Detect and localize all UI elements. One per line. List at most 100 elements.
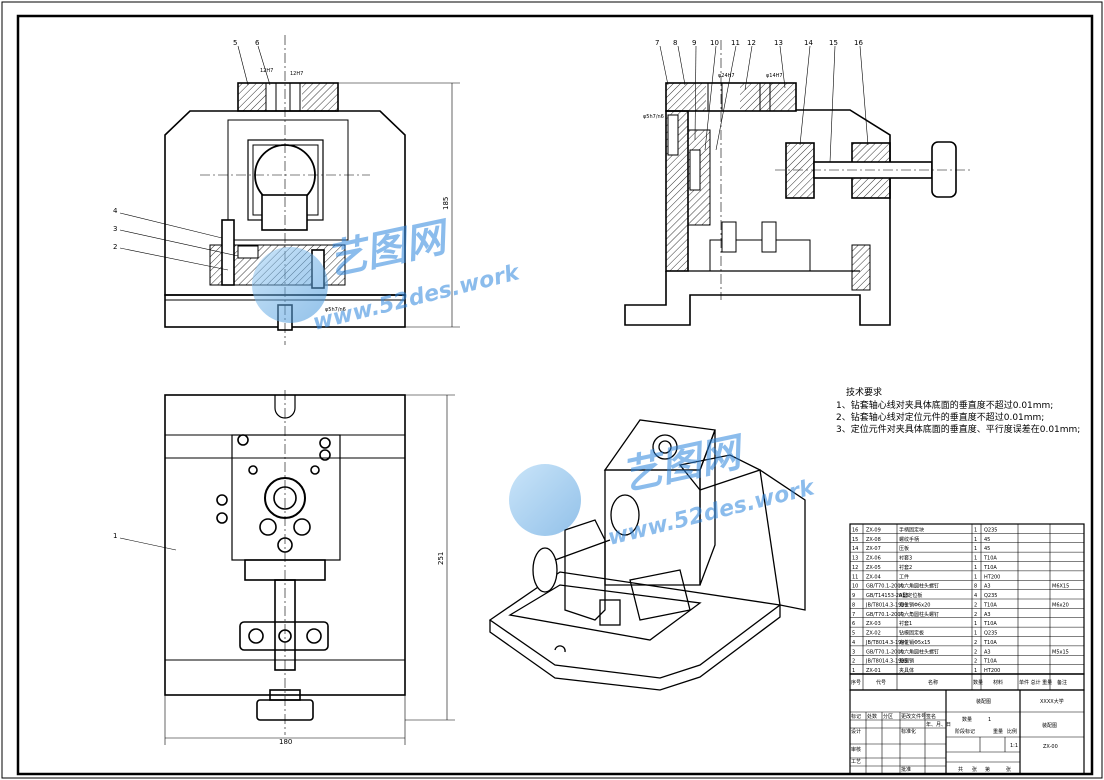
bom-cell-mat: A3	[984, 612, 991, 618]
bom-h-qty: 数量	[973, 679, 983, 686]
bom-cell-code: ZX-09	[866, 527, 881, 533]
watermark-cn-1: 艺图网	[323, 214, 456, 285]
tb-change: 更改文件号	[901, 713, 926, 720]
plan-view	[119, 390, 455, 745]
bom-cell-mat: A3	[984, 649, 991, 655]
balloon-14: 14	[804, 39, 813, 47]
tech-line-1: 1、钻套轴心线对夹具体底面的垂直度不超过0.01mm;	[836, 399, 1053, 411]
tb-zone: 分区	[883, 713, 893, 720]
bom-cell-code: ZX-01	[866, 668, 881, 674]
tb-code: ZX-00	[1043, 744, 1058, 750]
tb-count: 处数	[867, 713, 877, 720]
tb-page: 第	[985, 766, 990, 773]
fit-24h7: φ24H7	[718, 73, 735, 79]
tb-zhang-2: 张	[1006, 766, 1011, 773]
bom-h-mat: 材料	[993, 679, 1003, 686]
tech-line-3: 3、定位元件对夹具体底面的垂直度、平行度误差在0.01mm;	[836, 423, 1080, 435]
tb-weight: 重量	[993, 728, 1003, 735]
bom-cell-qty: 1	[974, 565, 977, 571]
bom-header: 序号 代号 名称 数量 材料 单件 总计 重量 备注	[851, 679, 1067, 686]
bom-cell-name: 手柄固定块	[899, 526, 924, 533]
bom-cell-no: 15	[852, 537, 858, 543]
balloon-6: 6	[255, 39, 260, 47]
balloon-13: 13	[774, 39, 783, 47]
balloon-3: 3	[113, 225, 117, 233]
inner-frame	[16, 14, 1094, 776]
watermark-cn-2: 艺图网	[618, 429, 751, 500]
title-block	[849, 689, 1085, 775]
bom-cell-mat: Q235	[984, 527, 997, 533]
watermark-2: 艺图网 www.52des.work	[509, 429, 818, 551]
bom-cell-no: 8	[852, 602, 855, 608]
bom-cell-name: 内六角圆柱头螺钉	[899, 583, 939, 590]
bom-cell-qty: 2	[974, 602, 977, 608]
bom-cell-code: GB/T70.1-2000	[866, 584, 904, 590]
tb-total: 共	[958, 766, 963, 773]
bom-cell-qty: 1	[974, 527, 977, 533]
tech-title: 技术要求	[846, 386, 882, 398]
isometric-view	[488, 419, 806, 691]
tb-scale: 1:1	[1010, 743, 1018, 749]
bom-cell-code: ZX-02	[866, 631, 881, 637]
watermark-globe-1	[252, 247, 328, 323]
tb-scale-label: 比例	[1007, 728, 1017, 735]
tb-approve: 批准	[901, 766, 911, 773]
bom-cell-no: 4	[852, 640, 855, 646]
bom-cell-mat: HT200	[984, 668, 1000, 674]
tb-sign: 签名	[926, 713, 936, 720]
bom-cell-code: GB/T14153-2018	[866, 593, 908, 599]
balloon-10: 10	[710, 39, 719, 47]
tb-check: 审核	[851, 746, 861, 753]
bom-cell-name: 垫圆销	[899, 658, 914, 665]
bom-cell-code: GB/T70.1-2000	[866, 649, 904, 655]
bom-cell-no: 2	[852, 659, 855, 665]
bom-cell-qty: 2	[974, 649, 977, 655]
fit-5h7: φ5h7/n6	[325, 307, 346, 313]
bom-cell-no: 11	[852, 574, 858, 580]
bom-cell-mat: T10A	[983, 659, 997, 665]
fit-12h7-a: 12H7	[260, 68, 273, 74]
bom-cell-mat: T10A	[983, 556, 997, 562]
tb-school: XXXX大学	[1040, 698, 1064, 705]
balloon-9: 9	[692, 39, 696, 47]
bom-cell-mat: T10A	[983, 640, 997, 646]
bom-cell-code: ZX-06	[866, 556, 881, 562]
balloon-5: 5	[233, 39, 237, 47]
bom-h-code: 代号	[876, 679, 886, 686]
bom-cell-qty: 1	[974, 668, 977, 674]
balloon-7: 7	[655, 39, 659, 47]
balloon-2: 2	[113, 243, 117, 251]
watermark-globe-2	[509, 464, 581, 536]
balloon-12: 12	[747, 39, 756, 47]
bom-cell-name: 衬套3	[899, 555, 912, 562]
bom-cell-mat: 45	[984, 537, 990, 543]
bom-cell-no: 7	[852, 612, 855, 618]
bom-cell-name: 压板	[899, 545, 909, 552]
balloon-1: 1	[113, 532, 117, 540]
bom-cell-no: 16	[852, 527, 858, 533]
tb-date: 年、月、日	[926, 721, 951, 728]
bom-cell-name: 钻模固定板	[899, 630, 924, 637]
bom-cell-name: 工件	[899, 573, 909, 580]
bom-cell-mat: T10A	[983, 565, 997, 571]
bom-cell-name: 衬套1	[899, 620, 912, 627]
bom-cell-code: ZX-05	[866, 565, 881, 571]
tb-stage: 阶段标记	[955, 728, 975, 735]
bom-cell-qty: 1	[974, 556, 977, 562]
bom-cell-qty: 1	[974, 621, 977, 627]
bom-cell-qty: 1	[974, 537, 977, 543]
bom-cell-name: 定位销Φ6x20	[899, 601, 930, 608]
bom-cell-code: ZX-03	[866, 621, 881, 627]
bom-cell-name: 内六角圆柱头螺钉	[899, 611, 939, 618]
bom-cell-name: 内六角圆柱头螺钉	[899, 648, 939, 655]
bom-cell-no: 13	[852, 556, 858, 562]
bom-cell-code: JB/T8014.3-1999	[865, 602, 908, 608]
tb-zhang-1: 张	[972, 766, 977, 773]
tb-mark: 标记	[851, 713, 861, 720]
balloon-11: 11	[731, 39, 740, 47]
dim-width: 180	[279, 738, 292, 746]
bom-cell-remark: M5x15	[1052, 649, 1069, 655]
bom-cell-no: 12	[852, 565, 858, 571]
